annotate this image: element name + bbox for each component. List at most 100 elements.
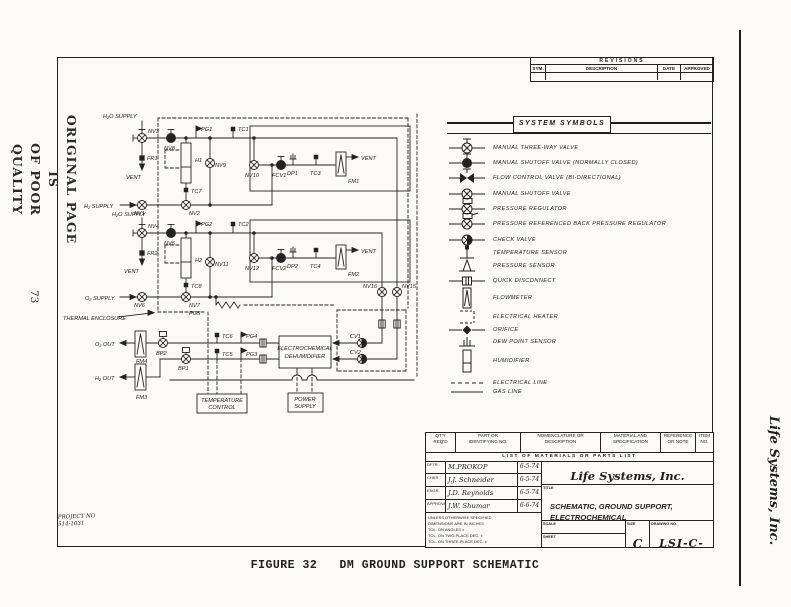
schematic-label: NV12 [245,266,260,272]
tb-col-reference: REFERENCE OR NOTE [661,433,696,453]
page-number: 73 [28,290,40,304]
legend-item: ELECTRICAL HEATER [447,305,710,329]
schematic-label: DP1 [287,171,298,177]
flowmeter-icon [447,286,487,310]
schematic-label: FM1 [348,179,359,185]
tb-parts-list-band: LIST OF MATERIALS OR PARTS LIST [426,453,713,462]
revisions-col-approved: APPROVED [684,66,710,71]
schematic-label: FR1 [147,156,158,162]
dew-point-sensor-icon [447,330,487,354]
legend-item-label: MANUAL SHUTOFF VALVE (NORMALLY CLOSED) [493,160,639,166]
tb-name-approval: J.W. Shumar [446,500,518,513]
schematic-label: VENT [124,269,140,275]
schematic-label: H₂ OUT [95,376,115,382]
publisher-brand: Life Systems, Inc. [766,416,781,546]
schematic-label: VENT [361,249,377,255]
tb-drawing-no-cell: DRAWING NO. LSI-C-932 [650,521,713,547]
shutoff-nc-valve-icon [447,151,487,175]
tb-scale-cell: SCALE — [542,521,626,534]
schematic-label: ELECTROCHEMICAL [277,346,332,352]
revisions-title: REVISIONS [531,58,713,65]
schematic-label: TC7 [191,189,202,195]
legend-item-label: ELECTRICAL HEATER [493,314,559,320]
legend-item-label: TEMPERATURE SENSOR [493,250,568,256]
schematic-label: NV16 [363,284,378,290]
stamp-line2: OF POOR QUALITY [10,143,43,216]
tb-role-engr: ENGR. [426,487,446,500]
schematic-label: O₂ SUPPLY [85,296,116,302]
tb-company-cell: Life Systems, Inc. CLEVELAND, OHIO [542,461,713,485]
legend-item-label: MANUAL SHUTOFF VALVE [493,191,571,197]
schematic-label: H2 [195,258,203,264]
back-pressure-regulator-icon [447,212,487,236]
schematic-label: TC5 [222,352,233,358]
orifice-icon [447,318,487,342]
stamp-line1: ORIGINAL PAGE IS [46,114,79,245]
legend-item-label: QUICK DISCONNECT [493,278,556,284]
tb-size-cell: SIZE C [626,521,650,547]
schematic-label: BP2 [156,351,167,357]
right-margin-rule [739,30,741,586]
tb-date-engr: 6-5-74 [518,487,542,500]
schematic-label: H₂O SUPPLY [112,212,147,218]
schematic-label: NV2 [189,211,201,217]
tb-size-tag: SIZE [627,522,636,526]
revisions-col-description: DESCRIPTION [546,65,658,73]
drawing-border [57,57,713,547]
electrical-line-icon [447,371,487,395]
flow-control-valve-icon [447,166,487,190]
schematic-label: BP1 [178,366,189,372]
legend-item: FLOWMETER [447,286,710,310]
legend-item: GAS LINE [447,380,710,404]
figure-caption: FIGURE 32 DM GROUND SUPPORT SCHEMATIC [250,559,540,572]
legend-item: TEMPERATURE SENSOR [447,241,710,265]
tb-col-item: ITEM NO. [696,433,713,453]
schematic-label: THERMAL ENCLOSURE [63,316,126,322]
schematic-label: NV6 [134,303,146,309]
schematic-label: NV4 [148,224,159,230]
legend-item: PRESSURE REFERENCED BACK PRESSURE REGULA… [447,212,710,236]
legend-item-label: CHECK VALVE [493,237,536,243]
revisions-col-sym: SYM. [531,65,546,73]
legend-item-label: GAS LINE [493,389,523,395]
schematic-label: O₂ OUT [95,342,115,348]
schematic-label: POWER [294,397,315,403]
schematic-label: NV3 [148,129,160,135]
schematic-label: VENT [361,156,377,162]
schematic-label: TC8 [191,284,202,290]
tb-name-engr: J.D. Reynolds [446,487,518,500]
quick-disconnect-icon [447,269,487,293]
legend-item-label: FLOW CONTROL VALVE (BI-DIRECTIONAL) [493,175,621,181]
tb-col-material: MATERIAL AND SPECIFICATION [601,433,661,453]
tb-title-tag: TITLE [543,486,554,490]
schematic-label: SUPPLY [294,404,317,410]
drawing-title: SCHEMATIC, GROUND SUPPORT, ELECTROCHEMIC… [550,502,673,521]
title-block: QT'Y REQ'D PART OR IDENTIFYING NO. NOMEN… [425,432,714,548]
company-name: Life Systems, Inc. [570,468,685,483]
tb-name-dftr: M.PROKOP [446,461,518,474]
legend-item: DEW POINT SENSOR [447,330,710,354]
legend-item-label: PRESSURE REFERENCED BACK PRESSURE REGULA… [493,221,667,227]
legend-item-label: ELECTRICAL LINE [493,380,548,386]
legend-item-label: DEW POINT SENSOR [493,339,557,345]
schematic-label: NV11 [215,262,229,268]
schematic-label: H₂O SUPPLY [103,114,138,120]
revisions-empty-row [531,73,713,81]
tb-date-dftr: 6-5-74 [518,461,542,474]
schematic-label: CONTROL [208,405,235,411]
project-note: PROJECT NO 514-1031 [58,513,96,528]
poor-quality-stamp: ORIGINAL PAGE IS OF POOR QUALITY [10,106,80,253]
legend-item-label: ORIFICE [493,327,519,333]
schematic-label: CV1 [350,334,361,340]
three-way-valve-icon [447,136,487,160]
legend-item-label: FLOWMETER [493,295,533,301]
schematic-label: NV1 [134,211,145,217]
project-note-line2: 514-1031 [58,520,85,528]
legend-item: MANUAL THREE-WAY VALVE [447,136,710,160]
schematic-label: TC6 [222,334,233,340]
schematic-label: NV10 [245,173,260,179]
schematic-label: PG3 [246,352,258,358]
schematic-label: H₂ SUPPLY [84,204,115,210]
check-valve-icon [447,228,487,252]
